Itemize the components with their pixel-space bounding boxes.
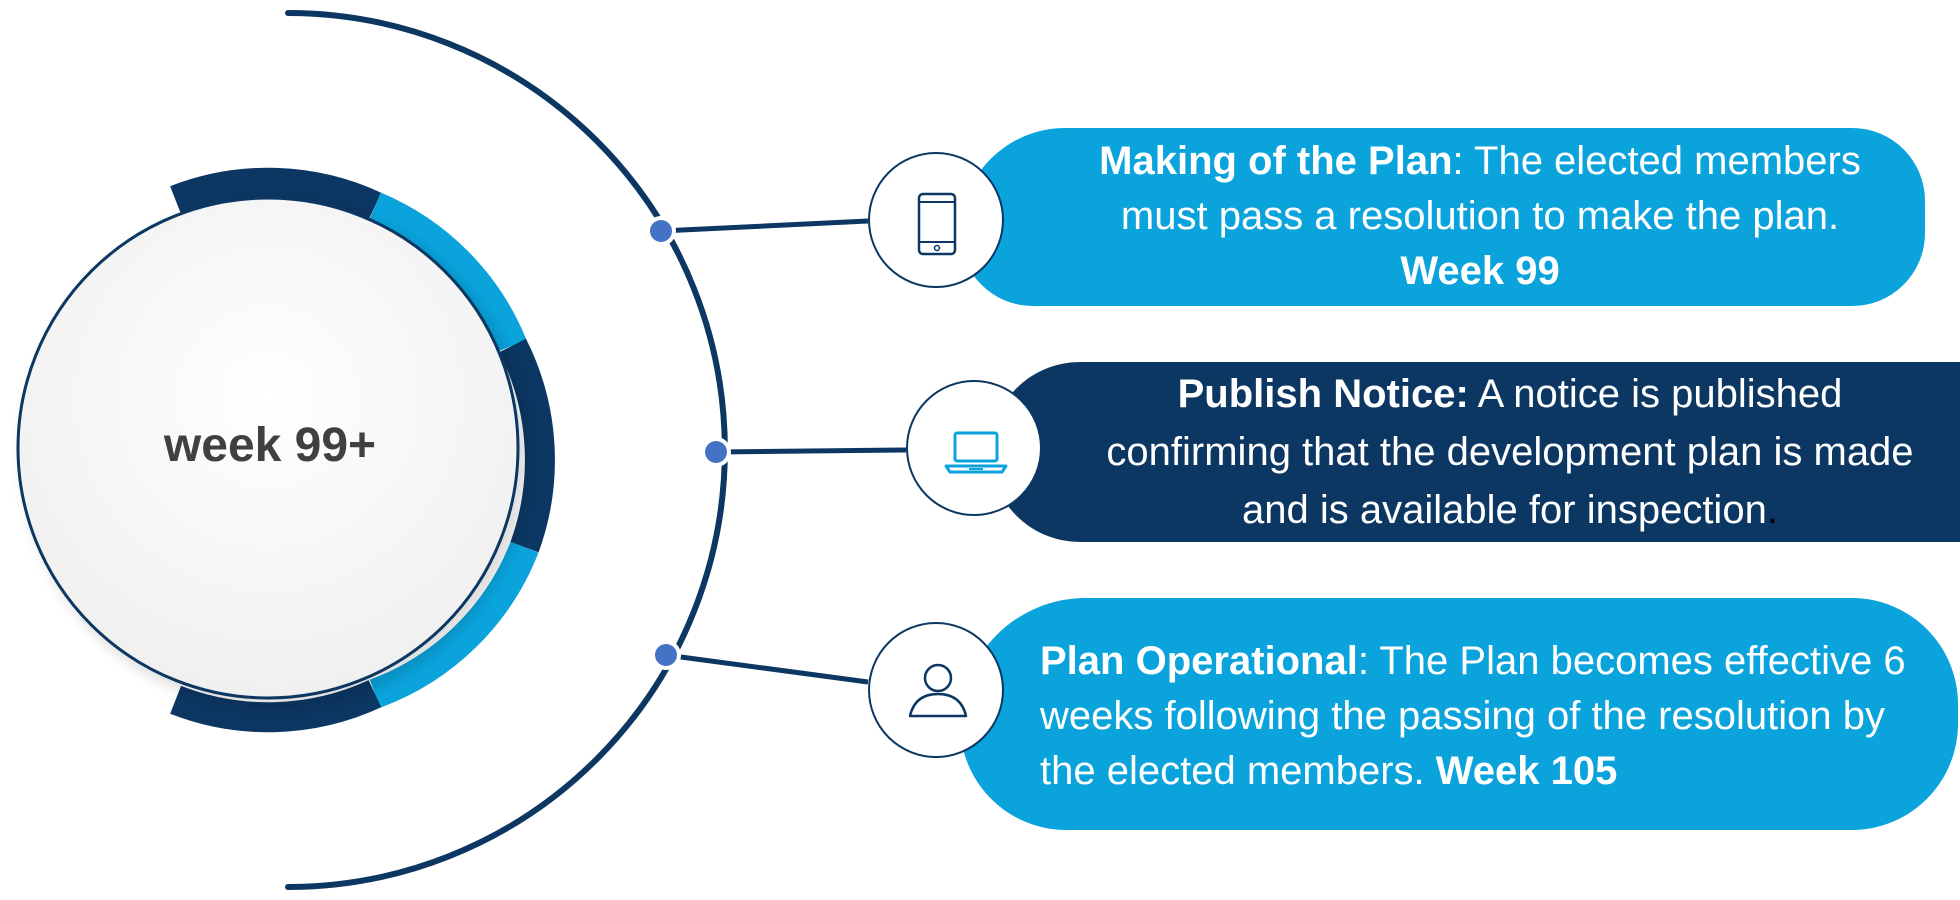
step-card-plan-operational: Plan Operational: The Plan becomes effec… bbox=[960, 598, 1958, 830]
step-title: Making of the Plan bbox=[1099, 139, 1453, 183]
step-week: Week 99 bbox=[1400, 248, 1560, 293]
center-label: week 99+ bbox=[163, 419, 377, 472]
step-text: Plan Operational: The Plan becomes effec… bbox=[1040, 634, 1940, 798]
progress-ring bbox=[170, 167, 555, 733]
user-icon bbox=[908, 663, 968, 718]
step-text: Publish Notice: A notice is published co… bbox=[1100, 365, 1920, 539]
laptop-icon bbox=[944, 431, 1008, 474]
step-week: Week 105 bbox=[1435, 748, 1618, 793]
step-text: Making of the Plan: The elected members … bbox=[1070, 134, 1890, 298]
connector-line-2 bbox=[715, 447, 907, 455]
user-icon-badge bbox=[868, 622, 1004, 758]
smartphone-icon bbox=[917, 192, 957, 256]
step-separator: : bbox=[1452, 139, 1464, 183]
step-trail: . bbox=[1766, 488, 1778, 532]
step-body: The elected members must pass a resoluti… bbox=[1120, 139, 1861, 238]
step-body: The Plan becomes effective 6 weeks follo… bbox=[1040, 639, 1906, 793]
laptop-icon-badge bbox=[906, 380, 1042, 516]
step-card-publish-notice: Publish Notice: A notice is published co… bbox=[990, 362, 1960, 542]
step-title: Plan Operational bbox=[1040, 639, 1358, 683]
step-separator: : bbox=[1357, 639, 1369, 683]
step-body: A notice is published confirming that th… bbox=[1106, 372, 1914, 532]
arc-dots bbox=[646, 216, 731, 670]
center-circle bbox=[16, 196, 520, 700]
connector-line-3 bbox=[665, 652, 869, 685]
step-title: Publish Notice: bbox=[1177, 372, 1469, 416]
smartphone-icon-badge bbox=[868, 152, 1004, 288]
step-card-making-of-plan: Making of the Plan: The elected members … bbox=[960, 128, 1925, 306]
connector-line-1 bbox=[660, 218, 869, 234]
